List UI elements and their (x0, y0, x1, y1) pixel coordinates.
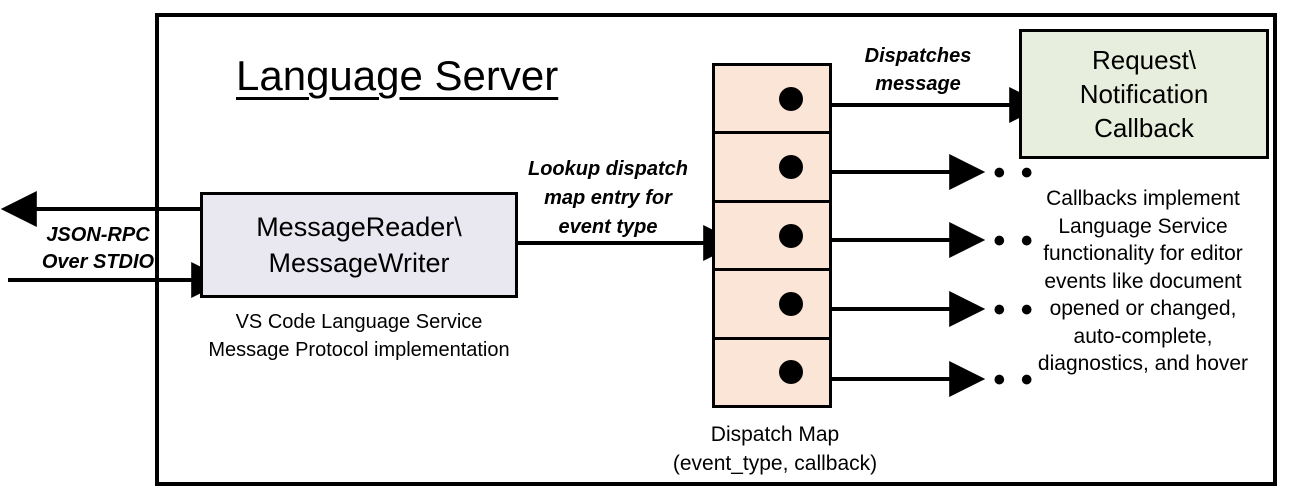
lookup-label-line2: map entry for (544, 187, 672, 209)
callback-caption-line3: functionality for editor (1043, 242, 1243, 265)
dispatch-map-row-5[interactable] (715, 340, 829, 405)
callback-line2: Notification (1079, 79, 1209, 109)
jsonrpc-label-line1: JSON-RPC (46, 224, 150, 246)
callback-line1: Request\ (1091, 45, 1197, 75)
request-notification-callback-box[interactable]: Request\ Notification Callback (1019, 29, 1269, 159)
dispatch-map-row-1[interactable] (715, 66, 829, 135)
callback-caption-line1: Callbacks implement (1046, 187, 1240, 210)
dispatch-map-caption-line2: (event_type, callback) (672, 452, 878, 475)
dispatch-map-row-3[interactable] (715, 203, 829, 272)
reader-writer-caption-line1: VS Code Language Service (235, 311, 483, 333)
callback-caption-line5: opened or changed, (1049, 297, 1237, 320)
callback-caption-line6: auto-complete, (1073, 324, 1213, 348)
ellipsis-row4: • • • (966, 291, 1036, 329)
dispatch-map-table[interactable] (712, 63, 832, 408)
callback-caption-line4: events like document (1044, 269, 1242, 293)
ellipsis-row3: • • • (966, 222, 1036, 260)
dispatch-map-row-4[interactable] (715, 271, 829, 340)
lookup-label-line3: event type (558, 216, 658, 238)
dispatch-entry-dot-icon (779, 86, 803, 111)
dispatch-map-caption: Dispatch Map (event_type, callback) (650, 420, 900, 478)
lookup-dispatch-label: Lookup dispatch map entry for event type (518, 155, 698, 242)
dispatch-map-caption-line1: Dispatch Map (710, 423, 840, 446)
dispatch-entry-dot-icon (779, 360, 803, 385)
message-reader-writer-box[interactable]: MessageReader\ MessageWriter (200, 192, 518, 298)
language-server-boundary (155, 13, 1277, 486)
callback-caption-line2: Language Service (1058, 214, 1228, 238)
callback-caption-line7: diagnostics, and hover (1037, 352, 1249, 375)
jsonrpc-label-line2: Over STDIO (41, 251, 155, 273)
reader-writer-line2: MessageWriter (268, 248, 450, 278)
dispatches-label-line1: Dispatches (864, 45, 972, 67)
jsonrpc-label: JSON-RPC Over STDIO (28, 222, 168, 276)
diagram-title: Language Server (236, 52, 559, 99)
dispatch-entry-dot-icon (779, 155, 803, 180)
dispatches-message-label: Dispatches message (838, 42, 998, 98)
lookup-label-line1: Lookup dispatch (528, 158, 688, 180)
dispatch-map-row-2[interactable] (715, 134, 829, 203)
reader-writer-caption-line2: Message Protocol implementation (208, 339, 510, 361)
dispatches-label-line2: message (875, 73, 961, 95)
dispatch-entry-dot-icon (779, 223, 803, 248)
callback-caption: Callbacks implement Language Service fun… (1012, 185, 1274, 378)
ellipsis-row5: • • • (966, 361, 1036, 399)
reader-writer-caption: VS Code Language Service Message Protoco… (180, 308, 538, 364)
reader-writer-line1: MessageReader\ (256, 212, 462, 242)
callback-line3: Callback (1094, 113, 1194, 143)
ellipsis-row2: • • • (966, 154, 1036, 192)
dispatch-entry-dot-icon (779, 291, 803, 316)
